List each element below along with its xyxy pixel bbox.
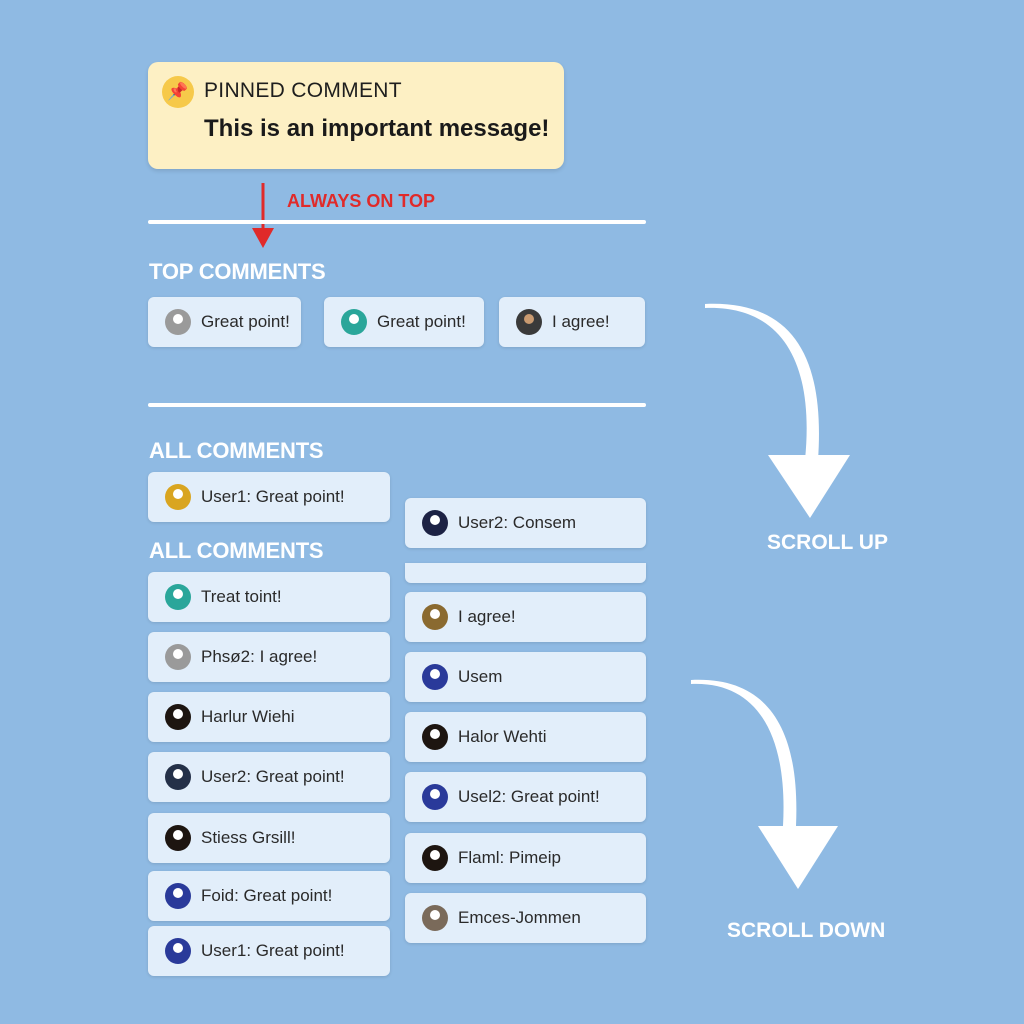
avatar (165, 644, 191, 670)
comment-card[interactable]: Halor Wehti (405, 712, 646, 762)
comment-text: User2: Great point! (201, 767, 345, 786)
comment-card[interactable]: Flaml: Pimeip (405, 833, 646, 883)
comment-text: I agree! (458, 607, 516, 626)
comment-card[interactable]: Emces-Jommen (405, 893, 646, 943)
comment-text: Emces-Jommen (458, 908, 581, 927)
comment-card[interactable]: Harlur Wiehi (148, 692, 390, 742)
comment-card[interactable]: I agree! (405, 592, 646, 642)
top-comment-chip[interactable]: Great point! (324, 297, 484, 347)
avatar (422, 510, 448, 536)
avatar (165, 704, 191, 730)
comment-text: User1: Great point! (201, 487, 345, 506)
pushpin-icon: 📌 (162, 76, 194, 108)
avatar (422, 604, 448, 630)
avatar (165, 484, 191, 510)
comment-text: Foid: Great point! (201, 886, 333, 905)
comment-card[interactable]: User1: Great point! (148, 472, 390, 522)
divider (148, 403, 646, 407)
avatar (165, 883, 191, 909)
always-on-top-label: ALWAYS ON TOP (287, 191, 436, 211)
avatar (165, 309, 191, 335)
top-comments-heading: TOP COMMENTS (149, 259, 326, 284)
avatar (165, 938, 191, 964)
comment-text: Usel2: Great point! (458, 787, 600, 806)
comment-text: Flaml: Pimeip (458, 848, 561, 867)
scroll-up-arrow-icon (705, 303, 850, 518)
comment-text: Usem (458, 667, 503, 686)
scroll-down-label: SCROLL DOWN (727, 919, 886, 942)
comment-card[interactable]: Phsø2: I agree! (148, 632, 390, 682)
comment-text: Halor Wehti (458, 727, 547, 746)
avatar (165, 584, 191, 610)
top-comment-chip[interactable]: Great point! (148, 297, 301, 347)
avatar (341, 309, 367, 335)
comment-card[interactable]: User2: Consem (405, 498, 646, 548)
comment-card[interactable]: User1: Great point! (148, 926, 390, 976)
comment-text: User2: Consem (458, 513, 577, 532)
divider (148, 220, 646, 224)
comment-text: Great point! (201, 312, 290, 331)
all-comments-heading-repeat: ALL COMMENTS (149, 538, 324, 563)
comment-card[interactable]: User2: Great point! (148, 752, 390, 802)
avatar (422, 664, 448, 690)
avatar (422, 724, 448, 750)
avatar (165, 825, 191, 851)
comment-text: Harlur Wiehi (201, 707, 295, 726)
avatar (516, 309, 542, 335)
comment-text: Treat toint! (201, 587, 282, 606)
top-comment-chip[interactable]: I agree! (499, 297, 645, 347)
avatar (165, 764, 191, 790)
comment-text: I agree! (552, 312, 610, 331)
comment-text: Phsø2: I agree! (201, 647, 318, 666)
avatar (422, 845, 448, 871)
clipped-comment-card[interactable] (405, 563, 646, 583)
comment-card[interactable]: Usel2: Great point! (405, 772, 646, 822)
pinned-comment[interactable]: 📌 PINNED COMMENT This is an important me… (148, 62, 564, 169)
comment-card[interactable]: Stiess Grsill! (148, 813, 390, 863)
comment-card[interactable]: Usem (405, 652, 646, 702)
comment-card[interactable]: Foid: Great point! (148, 871, 390, 921)
pinned-message: This is an important message! (204, 115, 550, 142)
scroll-down-arrow-icon (691, 679, 838, 889)
avatar (422, 784, 448, 810)
all-comments-heading: ALL COMMENTS (149, 438, 324, 463)
scroll-up-label: SCROLL UP (767, 531, 888, 554)
comment-text: Stiess Grsill! (201, 828, 296, 847)
down-arrow-icon (252, 183, 274, 248)
comment-card[interactable]: Treat toint! (148, 572, 390, 622)
pinned-label: PINNED COMMENT (204, 79, 402, 102)
comment-text: User1: Great point! (201, 941, 345, 960)
comment-text: Great point! (377, 312, 466, 331)
avatar (422, 905, 448, 931)
